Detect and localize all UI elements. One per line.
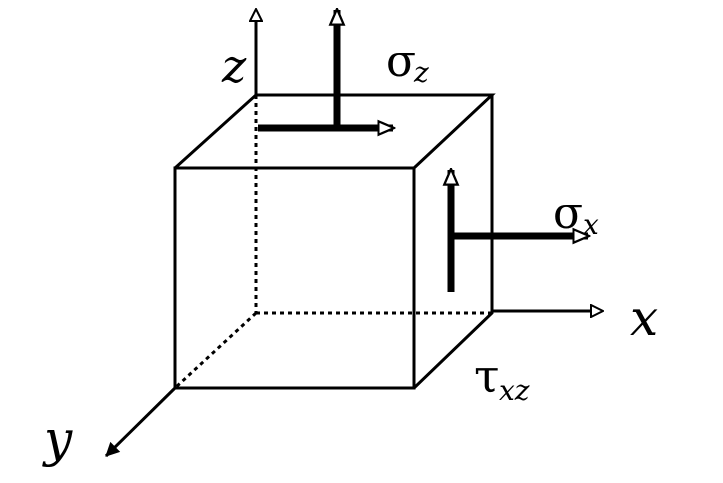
x-axis-label: x <box>630 289 658 347</box>
svg-text:xz: xz <box>499 374 530 407</box>
svg-text:x: x <box>583 208 599 241</box>
cube-hidden-edges <box>173 95 492 390</box>
y-axis <box>104 386 177 458</box>
sigma-x-label: σ x <box>553 188 599 241</box>
svg-text:σ: σ <box>386 36 416 87</box>
sigma-x-arrows <box>451 170 588 292</box>
sigma-z-label: σ z <box>386 36 429 89</box>
sigma-z-arrows <box>258 10 393 128</box>
cube-right-face <box>412 95 494 390</box>
hidden-edge-diagonal <box>173 311 258 390</box>
cube-visible-edges <box>173 93 496 390</box>
svg-text:σ: σ <box>553 188 583 239</box>
cube-front-face <box>173 166 416 390</box>
z-axis-label: z <box>221 39 247 93</box>
cube-top-face <box>173 93 496 170</box>
svg-text:z: z <box>413 56 429 89</box>
tau-xz-label: τ xz <box>474 349 530 407</box>
y-axis-label: y <box>42 410 73 468</box>
svg-text:τ: τ <box>474 349 499 403</box>
